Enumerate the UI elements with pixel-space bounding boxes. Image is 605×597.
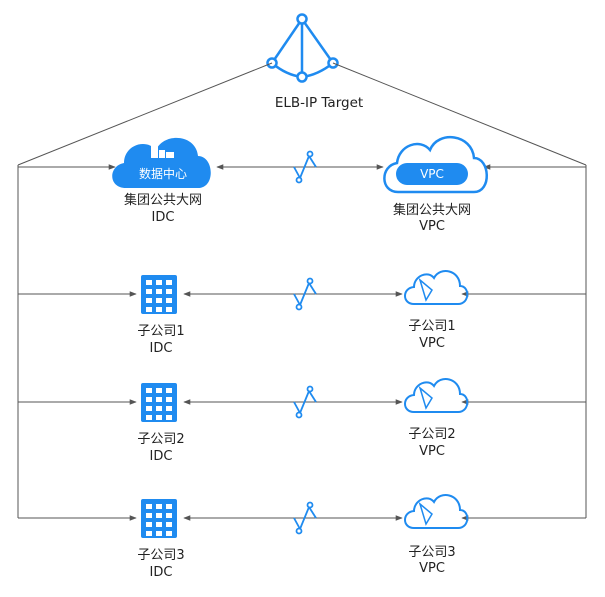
- vpc-label-type: VPC: [419, 336, 445, 351]
- idc-label-type: IDC: [150, 341, 173, 356]
- idc-label-type: IDC: [152, 210, 175, 225]
- vpc-label-type: VPC: [419, 219, 445, 234]
- elb-title: ELB-IP Target: [275, 95, 363, 111]
- cloud-outline-icon: [404, 494, 469, 529]
- elb-connections: [17, 62, 587, 166]
- building-icon: [141, 275, 177, 314]
- vpc-label-type: VPC: [419, 444, 445, 459]
- vpc-label-name: 子公司2: [408, 427, 455, 442]
- datacenter-badge: 数据中心: [139, 166, 187, 181]
- row-group-sub3: 子公司3 IDC 子公司3 VPC: [18, 494, 586, 580]
- vpn-link-icon: [293, 501, 317, 535]
- row-group-hq: 数据中心 VPC 集团公共大网 IDC 集团公共大网 VPC: [18, 135, 586, 234]
- idc-label-name: 子公司1: [137, 324, 184, 339]
- datacenter-cloud-icon: 数据中心: [112, 137, 211, 188]
- building-icon: [141, 499, 177, 538]
- elb-icon: [266, 13, 339, 83]
- idc-label-name: 子公司2: [137, 432, 184, 447]
- cloud-outline-icon: [404, 378, 469, 413]
- idc-label-name: 集团公共大网: [124, 192, 202, 208]
- vpc-label-name: 子公司1: [408, 319, 455, 334]
- row-group-sub1: 子公司1 IDC 子公司1 VPC: [18, 270, 586, 356]
- idc-label-type: IDC: [150, 565, 173, 580]
- cloud-outline-icon: [404, 270, 469, 305]
- building-icon: [141, 383, 177, 422]
- vpn-link-icon: [293, 150, 317, 184]
- vpn-link-icon: [293, 277, 317, 311]
- idc-label-name: 子公司3: [137, 548, 184, 563]
- vpc-badge: VPC: [420, 167, 444, 181]
- vpn-link-icon: [293, 385, 317, 419]
- idc-label-type: IDC: [150, 449, 173, 464]
- vpc-label-type: VPC: [419, 561, 445, 576]
- vpc-cloud-icon: VPC: [383, 135, 488, 194]
- row-group-sub2: 子公司2 IDC 子公司2 VPC: [18, 378, 586, 464]
- vpc-label-name: 集团公共大网: [393, 202, 471, 218]
- vpc-label-name: 子公司3: [408, 545, 455, 560]
